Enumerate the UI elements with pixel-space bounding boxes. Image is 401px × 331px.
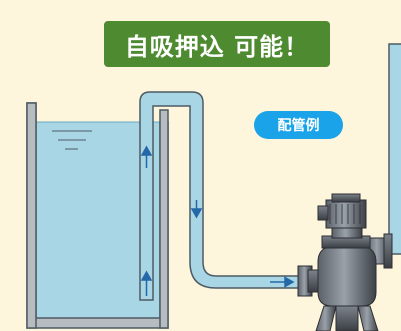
water-level-marks [52,130,92,150]
right-riser-pipe [388,43,401,255]
flow-arrow-down-icon [190,200,203,219]
flow-arrow-up-icon [140,145,153,168]
tank [26,102,169,329]
suction-pipe [139,91,301,301]
example-label: 配管例 [254,111,343,139]
flow-arrow-right-icon [270,276,295,288]
flow-arrow-up-icon [140,270,153,296]
title-badge: 自吸押込 可能！ [104,21,330,67]
pump-icon [297,193,393,331]
